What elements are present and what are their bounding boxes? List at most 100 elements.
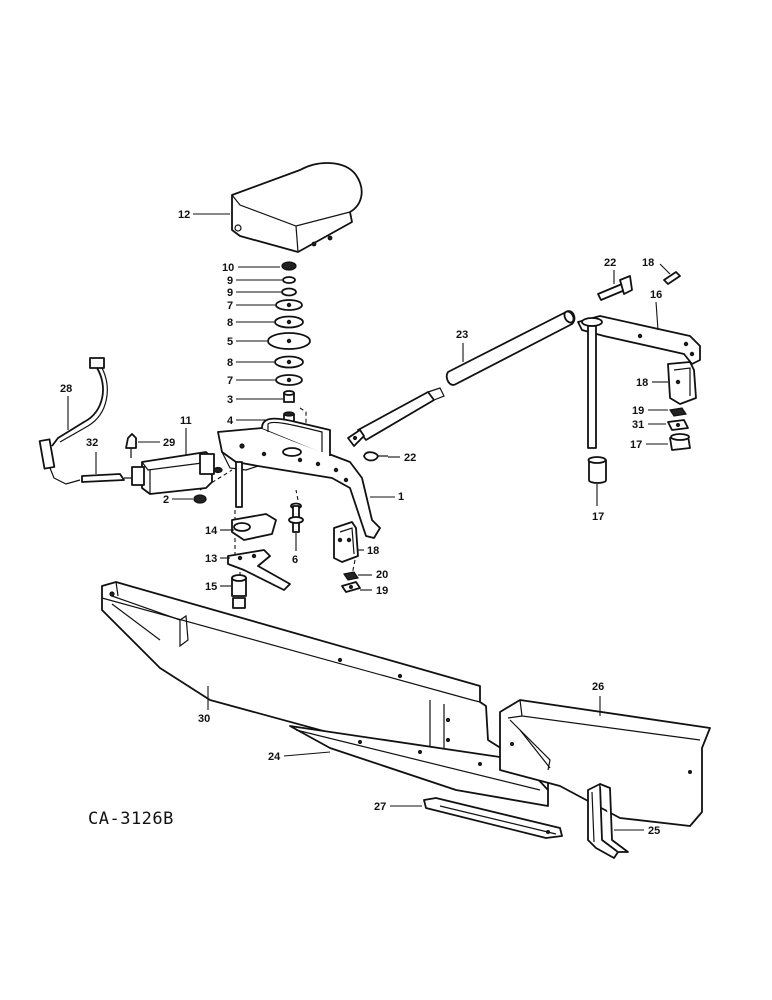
callout-label-22b: 18 (642, 257, 654, 269)
callout-14: 14 (205, 525, 234, 537)
callout-label-10: 10 (222, 262, 234, 274)
callout-23: 22 (604, 257, 616, 284)
part-20-nut-b (668, 407, 688, 417)
callout-19-a: 19 (360, 585, 388, 597)
callout-label-7b: 7 (227, 375, 233, 387)
callout-21: 23 (456, 329, 468, 362)
callout-label-17: 17 (592, 511, 604, 523)
callout-label-8b: 8 (227, 357, 233, 369)
callout-label-13: 13 (205, 553, 217, 565)
callout-18-b: 18 (636, 377, 668, 389)
part-13-arm (227, 549, 291, 591)
part-12-cover (231, 162, 363, 253)
callout-label-25: 25 (648, 825, 660, 837)
callout-label-26: 26 (592, 681, 604, 693)
part-15-bushing (231, 574, 247, 609)
callout-label-32: 32 (86, 437, 98, 449)
part-22-pin-b (663, 271, 681, 285)
callout-18-a: 18 (358, 545, 379, 557)
callout-9-b: 9 (227, 287, 281, 299)
callout-label-9a: 9 (227, 275, 233, 287)
callout-7-b: 7 (227, 375, 275, 387)
callout-2: 2 (163, 494, 193, 506)
callout-label-28: 28 (60, 383, 72, 395)
callout-label-11: 11 (180, 415, 192, 427)
callout-label-9b: 9 (227, 287, 233, 299)
callout-13: 13 (205, 553, 230, 565)
callout-9-a: 9 (227, 275, 282, 287)
part-18-bracket-a (333, 521, 359, 563)
part-11-motor (131, 451, 223, 495)
callout-6: 6 (292, 533, 298, 566)
callout-12: 12 (178, 209, 230, 221)
callout-label-18b: 18 (636, 377, 648, 389)
part-3-bushing (283, 390, 295, 403)
part-2-nut (193, 494, 207, 504)
callout-label-20b: 19 (632, 405, 644, 417)
callout-1: 1 (370, 491, 404, 503)
part-9-washer-b (281, 287, 297, 297)
part-19-clip-a (341, 581, 361, 593)
callout-3: 3 (227, 394, 283, 406)
callout-label-7a: 7 (227, 300, 233, 312)
callout-label-15: 15 (205, 581, 217, 593)
callout-label-27: 27 (374, 801, 386, 813)
part-27-strip (423, 797, 563, 839)
part-31-bushing (669, 433, 691, 451)
callout-8-a: 8 (227, 317, 274, 329)
callout-label-24: 24 (268, 751, 281, 763)
part-8-disc-b (274, 355, 304, 369)
part-19-clip-b (667, 419, 689, 431)
callout-label-1: 1 (398, 491, 404, 503)
part-28-wire-harness (38, 357, 108, 485)
part-25-channel (587, 783, 629, 859)
callout-5: 5 (227, 336, 267, 348)
callout-label-21: 23 (456, 329, 468, 341)
part-14-plate (231, 513, 277, 541)
callout-label-14: 14 (205, 525, 218, 537)
callout-20-b: 19 (632, 405, 668, 417)
callout-29: 29 (138, 437, 175, 449)
part-10-nut (281, 261, 297, 271)
callout-label-16: 16 (650, 289, 662, 301)
part-1-bracket (217, 417, 381, 539)
callout-32: 32 (86, 437, 98, 474)
part-20-nut-a (343, 571, 359, 581)
callout-17: 17 (592, 484, 604, 523)
part-6-bolt (288, 502, 304, 533)
part-16-bracket (577, 315, 701, 365)
part-23-bolt (597, 275, 633, 301)
callout-24: 24 (268, 751, 331, 763)
callout-11: 11 (180, 415, 192, 456)
callout-7-a: 7 (227, 300, 275, 312)
part-9-washer-a (282, 276, 296, 284)
callout-label-30: 30 (198, 713, 210, 725)
callout-label-5: 5 (227, 336, 233, 348)
part-18-bracket-b (667, 361, 697, 405)
part-22-pin-a (363, 451, 388, 462)
callout-label-18a: 18 (367, 545, 379, 557)
callout-15: 15 (205, 581, 231, 593)
part-21-rod (347, 310, 576, 447)
callout-22-b: 18 (642, 257, 671, 275)
part-8-disc-a (274, 315, 304, 329)
callout-label-20a: 20 (376, 569, 388, 581)
callout-28: 28 (60, 383, 72, 430)
callout-19-b: 31 (632, 419, 666, 431)
callout-16: 16 (650, 289, 662, 331)
callout-20-a: 20 (358, 569, 388, 581)
part-26-side-panel (499, 699, 711, 827)
callout-label-2: 2 (163, 494, 169, 506)
callout-label-29: 29 (163, 437, 175, 449)
callout-10: 10 (222, 262, 280, 274)
callout-8-b: 8 (227, 357, 274, 369)
part-5-plate (267, 332, 311, 350)
callout-label-12: 12 (178, 209, 190, 221)
callout-label-19a: 19 (376, 585, 388, 597)
callout-31: 17 (630, 439, 668, 451)
part-29-connector (125, 433, 137, 458)
callout-label-6: 6 (292, 554, 298, 566)
callout-label-31: 17 (630, 439, 642, 451)
